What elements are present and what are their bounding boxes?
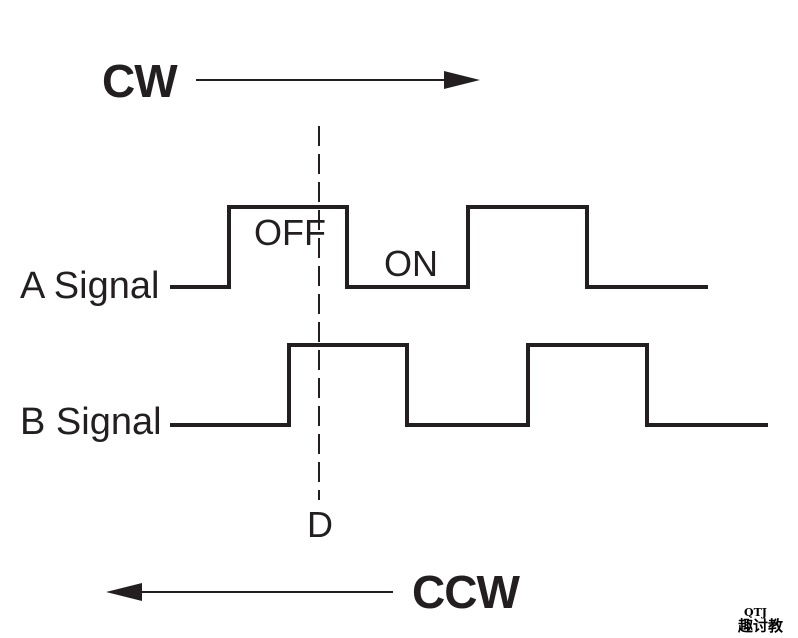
watermark-logo-top: QTJ xyxy=(744,606,767,619)
marker-d-label: D xyxy=(307,504,333,545)
watermark-logo-bottom: 趣讨教 xyxy=(737,617,784,635)
b-signal-waveform xyxy=(170,343,768,427)
cw-label: CW xyxy=(102,55,178,107)
on-state-label: ON xyxy=(384,243,438,284)
ccw-arrow-head-icon xyxy=(106,583,142,601)
a-signal-label: A Signal xyxy=(20,265,159,307)
a-signal-waveform xyxy=(170,205,708,289)
off-state-label: OFF xyxy=(254,212,326,253)
b-signal-label: B Signal xyxy=(20,401,162,443)
ccw-label: CCW xyxy=(412,566,520,618)
cw-arrow-head-icon xyxy=(444,71,480,89)
